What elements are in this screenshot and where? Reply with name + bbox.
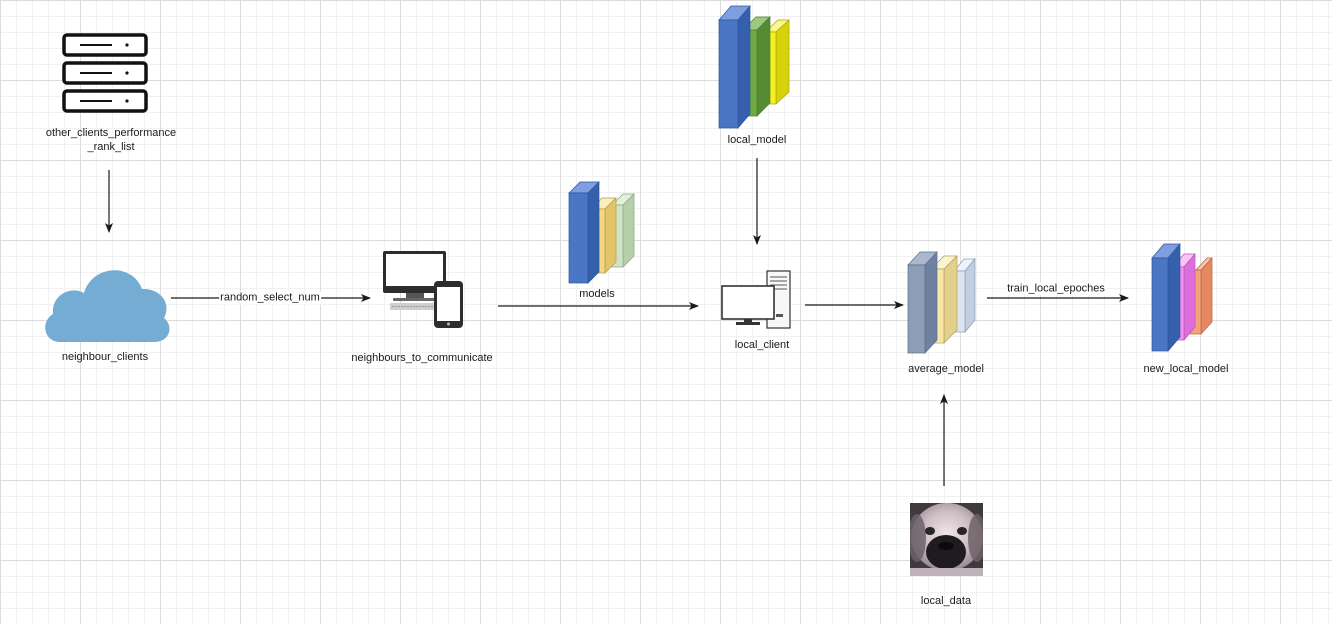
server-rack-icon <box>62 33 148 113</box>
local-data-label: local_data <box>920 595 972 607</box>
layers-icon <box>1151 243 1213 352</box>
random-select-num-label: random_select_num <box>219 291 321 305</box>
rank-list-label-line2: _rank_list <box>87 141 135 153</box>
local-model-label: local_model <box>727 134 787 146</box>
neighbour-clients-label: neighbour_clients <box>61 351 149 363</box>
cloud-icon <box>45 270 170 342</box>
average-model-label: average_model <box>908 363 984 375</box>
rank-list-label-line1: other_clients_performance <box>45 127 177 139</box>
monitor-phone-icon <box>383 251 463 328</box>
desktop-computer-icon <box>721 270 791 329</box>
local-client-label: local_client <box>734 339 790 351</box>
neighbours-to-communicate-label: neighbours_to_communicate <box>351 352 493 364</box>
models-label: models <box>579 288 615 300</box>
dog-photo-icon <box>910 503 983 576</box>
rank-list-label: other_clients_performance _rank_list <box>26 126 196 154</box>
train-local-epoches-label: train_local_epoches <box>1006 282 1106 296</box>
new-local-model-label: new_local_model <box>1143 363 1229 375</box>
layers-icon <box>718 5 790 129</box>
layers-icon <box>568 181 635 284</box>
layers-icon <box>907 251 976 354</box>
